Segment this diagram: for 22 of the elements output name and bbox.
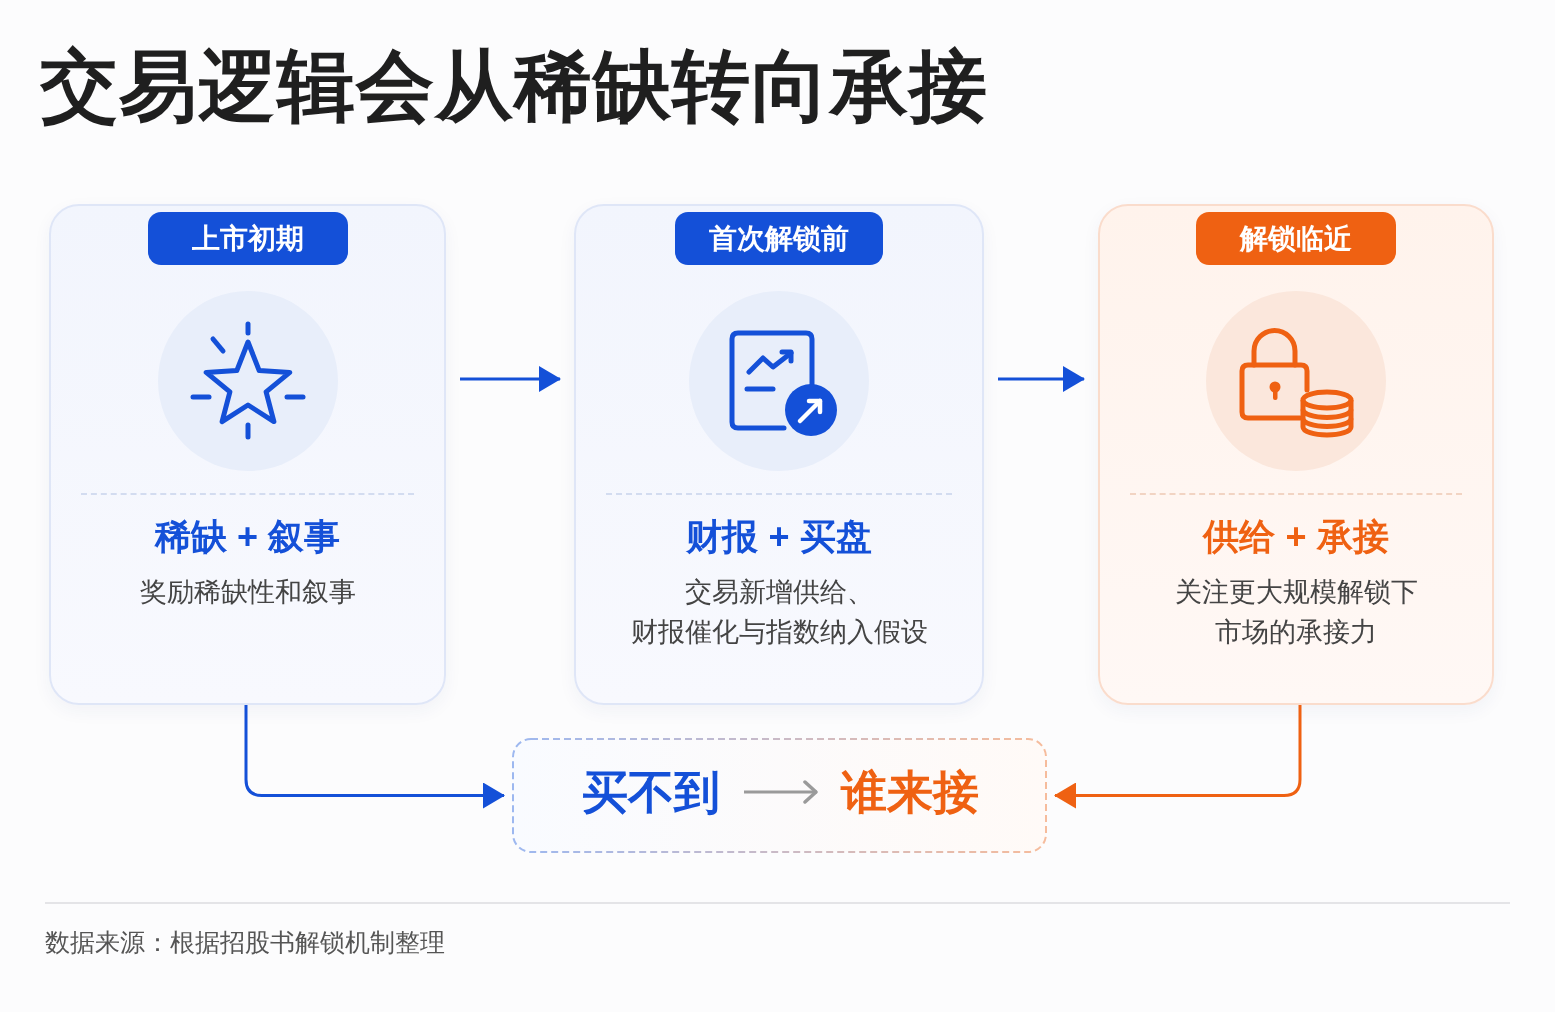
elbow-arrow: [244, 705, 505, 809]
card-description: 奖励稀缺性和叙事: [139, 576, 356, 609]
stage-card: [1098, 204, 1494, 705]
keyword-text: 谁来接: [841, 766, 979, 818]
card-heading: 稀缺 + 叙事: [155, 515, 340, 559]
card-heading: 财报 + 买盘: [686, 515, 872, 559]
arrow: [744, 780, 818, 804]
stage-badge: 解锁临近: [1196, 212, 1396, 265]
elbow-arrow: [1054, 705, 1302, 809]
stage-card: [49, 204, 446, 705]
stage-badge: 首次解锁前: [675, 212, 883, 265]
card-description: 关注更大规模解锁下市场的承接力: [1173, 576, 1419, 649]
card-heading: 供给 + 承接: [1203, 515, 1389, 559]
source-note: 数据来源：根据招股书解锁机制整理: [45, 927, 445, 958]
arrow: [460, 366, 561, 392]
card-description: 交易新增供给、财报催化与指数纳入假设: [629, 576, 929, 649]
keyword-text: 买不到: [582, 766, 720, 818]
stage-card: [574, 204, 984, 705]
page-title: 交易逻辑会从稀缺转向承接: [40, 41, 988, 132]
dashed-box: [512, 738, 1047, 853]
stage-badge: 上市初期: [147, 212, 348, 265]
arrow: [998, 366, 1085, 392]
